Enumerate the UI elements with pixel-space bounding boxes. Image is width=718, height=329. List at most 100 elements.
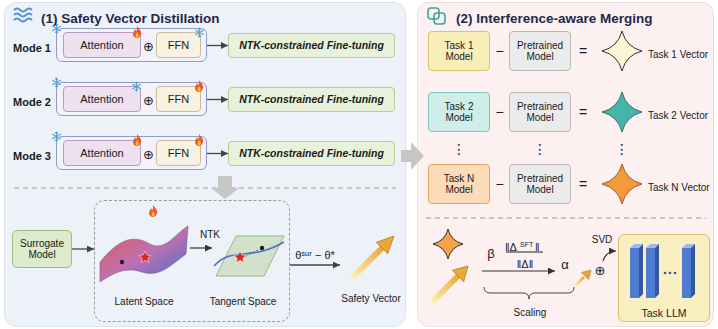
- model-box: Task N Model: [428, 164, 490, 204]
- task-vector-shape: [602, 31, 642, 71]
- flow-arrow: [211, 176, 239, 199]
- text-label: ⋮: [533, 141, 547, 157]
- text-label: SVD: [592, 234, 613, 245]
- text-holder: ‖: [535, 237, 543, 255]
- title-icon: [434, 13, 445, 24]
- connector-arrow: [207, 45, 228, 46]
- vector-arrow: [432, 276, 458, 302]
- latent-surface: [100, 226, 188, 282]
- ellipsis-dot: [669, 272, 672, 275]
- text-label: NTK-constrained Fine-tuning: [239, 147, 384, 159]
- text-holder: SVD: [586, 229, 618, 247]
- trainable-icon: [195, 80, 203, 92]
- connector-arrow: [290, 264, 340, 265]
- vector-arrow: [582, 270, 592, 280]
- text-label: =: [579, 104, 587, 120]
- text-label: Task 2 Vector: [648, 110, 708, 121]
- text-holder: ⊕: [141, 91, 156, 109]
- text-holder: Mode 1: [7, 38, 51, 56]
- tangent-curve: [214, 242, 284, 266]
- text-label: Mode 2: [13, 96, 51, 108]
- text-holder: ⋮: [615, 140, 629, 158]
- attention-box: Attention: [63, 140, 141, 166]
- panel: (1) Safety Vector DistillationMode 1Atte…: [4, 2, 406, 327]
- text-label: −: [495, 104, 503, 120]
- ntk-arrow: [190, 247, 212, 248]
- text-holder: ⋮: [533, 140, 547, 158]
- process-box: NTK-constrained Fine-tuning: [228, 33, 395, 58]
- model-box: Pretrained Model: [509, 92, 571, 132]
- text-holder: SFT: [520, 233, 536, 251]
- text-label: ⋮: [452, 141, 466, 157]
- process-box: NTK-constrained Fine-tuning: [228, 87, 395, 112]
- point-marker: [260, 246, 264, 250]
- text-label: Task N Vector: [648, 182, 710, 193]
- model-box: Task 1 Model: [428, 31, 490, 71]
- connector-arrow: [207, 99, 228, 100]
- text-holder: ⊕: [141, 37, 156, 55]
- text-label: Pretrained Model: [516, 173, 564, 196]
- text-label: Attention: [80, 93, 123, 106]
- text-label: Mode 3: [13, 150, 51, 162]
- text-holder: Latent Space: [99, 291, 189, 309]
- separator: [14, 188, 396, 189]
- text-label: FFN: [168, 93, 189, 106]
- text-holder: Task LLM: [619, 303, 709, 321]
- text-holder: α: [558, 255, 572, 273]
- ffn-box: FFN: [156, 32, 201, 58]
- text-holder: −: [491, 175, 508, 193]
- mode-box: Mode 1AttentionFFN: [56, 28, 207, 62]
- text-label: NTK-constrained Fine-tuning: [239, 39, 384, 51]
- frozen-icon: [196, 28, 204, 37]
- text-label: ⊕: [595, 263, 606, 278]
- flow-arrow: [401, 142, 424, 170]
- title-icon: [14, 9, 32, 22]
- ellipsis-dot: [674, 272, 677, 275]
- text-label: −: [495, 43, 503, 59]
- text-label: ⊕: [143, 39, 154, 54]
- vector-arrow: [376, 236, 394, 254]
- star-marker: [139, 251, 151, 262]
- text-holder: θˢᵘʳ − θ*: [285, 245, 345, 263]
- svd-arrow: [603, 251, 616, 261]
- text-label: (1) Safety Vector Distillation: [41, 11, 220, 26]
- text-holder: (1) Safety Vector Distillation: [41, 9, 401, 27]
- star-marker: [234, 251, 246, 262]
- text-label: ‖: [535, 241, 540, 253]
- frozen-icon: [53, 132, 61, 141]
- text-holder: Task 2 Vector: [648, 105, 710, 123]
- attention-box: Attention: [63, 86, 141, 112]
- text-holder: =: [575, 42, 591, 60]
- text-label: Scaling: [514, 307, 547, 318]
- trainable-icon: [195, 134, 203, 146]
- text-label: ⋮: [615, 141, 629, 157]
- text-holder: ‖Δ: [505, 237, 521, 255]
- text-label: NTK: [200, 229, 220, 240]
- mode-box: Mode 3AttentionFFN: [56, 136, 207, 170]
- text-holder: Task N Vector: [648, 177, 710, 195]
- fraction-bar: [506, 252, 543, 253]
- text-label: Surrogate Model: [19, 238, 65, 261]
- model-box: Pretrained Model: [509, 164, 571, 204]
- text-label: ‖Δ: [505, 241, 517, 253]
- text-label: Mode 1: [13, 42, 51, 54]
- ffn-box: FFN: [156, 140, 201, 166]
- text-holder: −: [491, 103, 508, 121]
- text-holder: =: [575, 103, 591, 121]
- tangent-plane: [216, 236, 284, 276]
- trainable-icon: [133, 26, 141, 38]
- vector-arrow: [575, 277, 584, 286]
- text-label: NTK-constrained Fine-tuning: [239, 93, 384, 105]
- text-holder: (2) Interference-aware Merging: [456, 9, 706, 27]
- text-holder: ‖Δ‖: [506, 254, 544, 272]
- text-label: −: [495, 176, 503, 192]
- trainable-icon: [149, 205, 157, 217]
- model-box: Surrogate Model: [12, 230, 72, 268]
- text-label: ⊕: [143, 93, 154, 108]
- text-label: =: [579, 176, 587, 192]
- frozen-icon: [53, 24, 61, 33]
- ffn-box: FFN: [156, 86, 201, 112]
- text-holder: NTK: [195, 224, 225, 242]
- text-holder: β: [484, 244, 498, 262]
- model-box: Pretrained Model: [509, 31, 571, 71]
